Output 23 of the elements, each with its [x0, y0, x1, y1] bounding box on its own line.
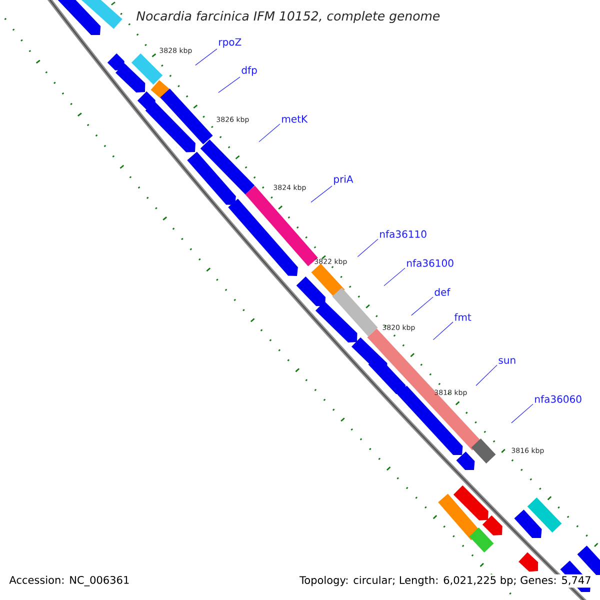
leader-line — [195, 48, 218, 66]
leader-line — [432, 322, 454, 340]
gene-label: sun — [498, 358, 516, 364]
leader-line — [476, 364, 498, 386]
gene-label: priA — [334, 175, 354, 185]
gene-label: def — [434, 288, 450, 296]
map-title: Nocardia farcinica IFM 10152, complete genome — [136, 10, 440, 24]
leader-line — [511, 404, 534, 424]
leader-line — [310, 186, 332, 202]
genome-info-text: Topology: circular; Length: 6,021,225 bp; Genes: 5,747 — [298, 574, 593, 588]
leader-line — [258, 124, 280, 142]
leader-line — [357, 238, 378, 258]
gene-label: rpoZ — [219, 38, 242, 48]
gene-label: dfp — [242, 66, 257, 76]
gene-label: nfa36100 — [407, 259, 454, 267]
gene-label: nfa36110 — [380, 230, 426, 238]
gene-label: nfa36060 — [535, 395, 582, 403]
leader-line — [218, 76, 240, 93]
accession-text: Accession: NC_006361 — [9, 576, 129, 586]
leader-line — [411, 296, 434, 316]
leader-line — [384, 268, 406, 286]
gene-label: fmt — [454, 313, 472, 321]
gene-label: metK — [282, 115, 308, 123]
